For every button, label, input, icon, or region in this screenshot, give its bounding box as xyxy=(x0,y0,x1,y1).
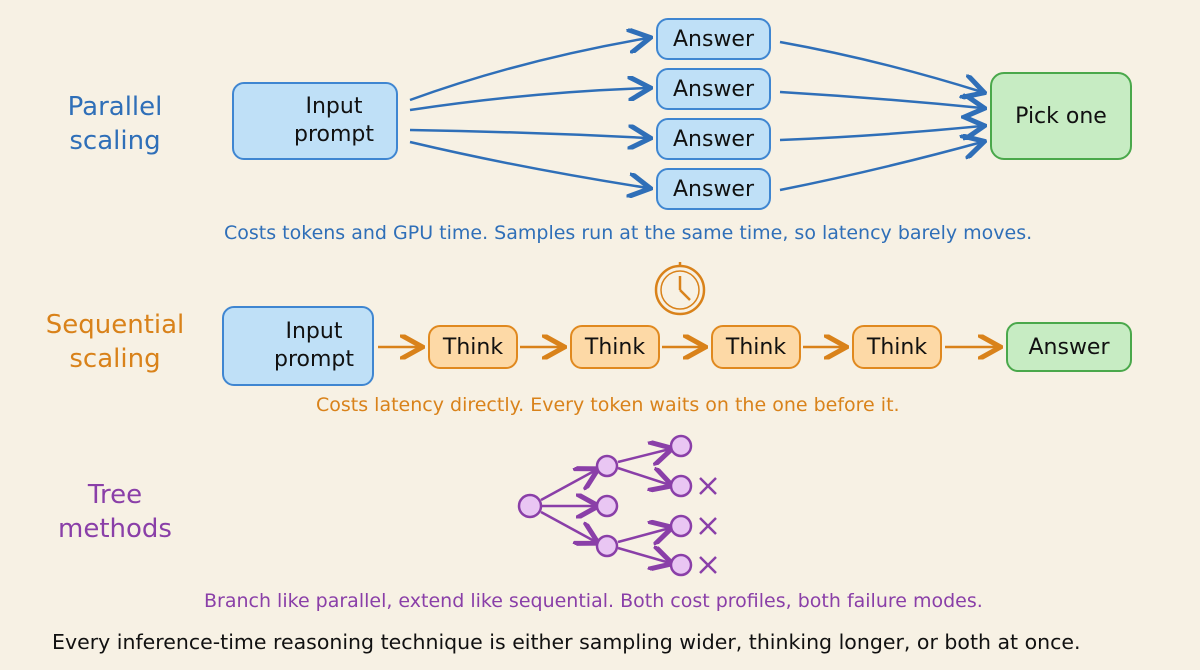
tree-graph xyxy=(517,434,717,577)
think-box: Think xyxy=(570,325,660,369)
think-box: Think xyxy=(852,325,942,369)
footer-summary: Every inference-time reasoning technique… xyxy=(52,630,1081,654)
arrow-input-answer-3 xyxy=(409,130,648,138)
arrow-answer-2-pick xyxy=(779,90,982,108)
clock-icon xyxy=(654,262,706,316)
answer-box: Answer xyxy=(656,18,771,60)
answer-box: Answer xyxy=(656,168,771,210)
tree-caption: Branch like parallel, extend like sequen… xyxy=(204,590,983,612)
arrow-answer-4-pick xyxy=(779,142,982,192)
arrow-answer-1-pick xyxy=(779,40,982,92)
tree-leaf-node xyxy=(669,474,693,498)
parallel-caption: Costs tokens and GPU time. Samples run a… xyxy=(224,222,1033,244)
sequential-scaling-label: Sequential scaling xyxy=(45,310,185,374)
tree-node xyxy=(595,454,619,478)
tree-node xyxy=(595,534,619,558)
tree-methods-label: Tree methods xyxy=(58,480,172,544)
tree-node xyxy=(595,494,619,518)
tree-leaf-node xyxy=(669,553,693,577)
arrow-answer-3-pick xyxy=(779,126,982,142)
arrow-input-answer-1 xyxy=(409,38,648,102)
arrow-input-answer-4 xyxy=(409,140,648,188)
parallel-input-box: Input prompt xyxy=(232,82,398,160)
sequential-answer-box: Answer xyxy=(1006,322,1132,372)
arrow-input-answer-2 xyxy=(409,88,648,112)
sequential-input-box: Input prompt xyxy=(222,306,374,386)
sequential-input-text: Input prompt xyxy=(273,319,354,372)
answer-box: Answer xyxy=(656,118,771,160)
pick-one-box: Pick one xyxy=(990,72,1132,160)
answer-box: Answer xyxy=(656,68,771,110)
parallel-input-text: Input prompt xyxy=(293,94,374,147)
pruned-x-icon xyxy=(699,477,717,574)
think-box: Think xyxy=(428,325,518,369)
tree-leaf-node xyxy=(669,514,693,538)
sequential-caption: Costs latency directly. Every token wait… xyxy=(316,394,900,416)
parallel-scaling-label: Parallel scaling xyxy=(67,92,163,156)
think-box: Think xyxy=(711,325,801,369)
tree-leaf-node xyxy=(669,434,693,458)
tree-root-node xyxy=(517,493,543,519)
